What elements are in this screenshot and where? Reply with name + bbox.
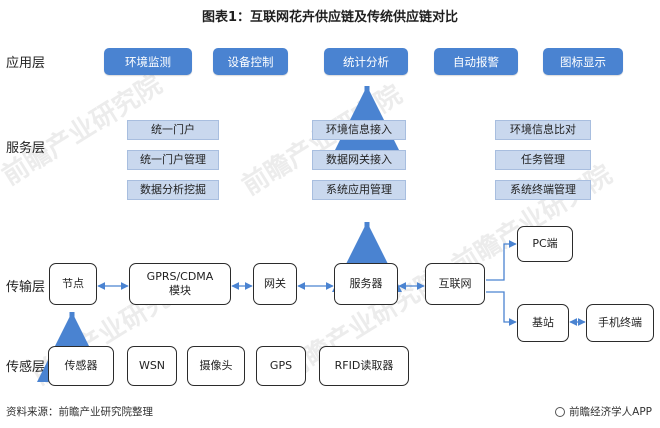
service-item: 环境信息比对 — [495, 120, 591, 140]
source-note: 资料来源：前瞻产业研究院整理 — [6, 406, 153, 418]
service-item: 系统终端管理 — [495, 180, 591, 200]
internet-box: 互联网 — [425, 263, 485, 305]
layer-label-sensing: 传感层 — [6, 360, 46, 375]
link-internet-base — [486, 291, 517, 326]
layer-label-service: 服务层 — [6, 141, 46, 156]
app-item: 设备控制 — [213, 48, 288, 75]
gprs-module-box: GPRS/CDMA 模块 — [129, 263, 231, 305]
brand-logo-icon — [555, 406, 566, 417]
service-item: 数据分析挖掘 — [127, 180, 219, 200]
sensor-item: GPS — [256, 346, 306, 386]
sensor-item: WSN — [127, 346, 177, 386]
server-box: 服务器 — [334, 263, 398, 305]
app-item: 环境监测 — [104, 48, 192, 75]
figure-title: 图表1：互联网花卉供应链及传统供应链对比 — [201, 10, 459, 25]
gprs-line-2: 模块 — [169, 284, 191, 297]
sensor-item: 传感器 — [48, 346, 114, 386]
mobile-terminal-box: 手机终端 — [586, 304, 654, 342]
layer-label-application: 应用层 — [6, 56, 46, 71]
brand-credit: 前瞻经济学人APP — [555, 404, 652, 419]
app-item: 统计分析 — [324, 48, 408, 75]
node-box: 节点 — [49, 263, 97, 305]
service-item: 统一门户 — [127, 120, 219, 140]
service-item: 环境信息接入 — [312, 120, 406, 140]
link-internet-pc — [486, 240, 517, 281]
service-item: 任务管理 — [495, 150, 591, 170]
app-item: 自动报警 — [434, 48, 518, 75]
service-item: 数据网关接入 — [312, 150, 406, 170]
app-item: 图标显示 — [543, 48, 623, 75]
service-item: 统一门户管理 — [127, 150, 219, 170]
gateway-box: 网关 — [253, 263, 297, 305]
layer-label-transmission: 传输层 — [6, 280, 46, 295]
sensor-item: 摄像头 — [187, 346, 245, 386]
gprs-line-1: GPRS/CDMA — [146, 270, 214, 283]
pc-box: PC端 — [517, 226, 573, 262]
sensor-item: RFID读取器 — [319, 346, 409, 386]
brand-name: 前瞻经济学人APP — [569, 406, 652, 418]
service-item: 系统应用管理 — [312, 180, 406, 200]
base-station-box: 基站 — [517, 304, 569, 342]
